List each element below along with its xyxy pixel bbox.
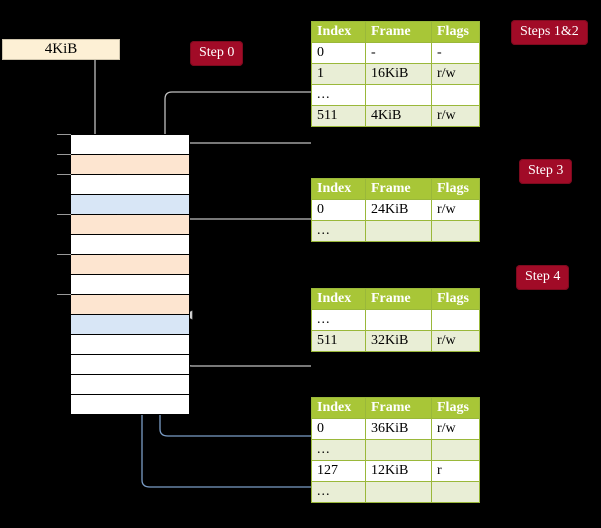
memory-tick — [57, 254, 71, 255]
memory-frame-row — [71, 135, 189, 155]
cell-index: 511 — [311, 105, 366, 127]
cell-frame: 32KiB — [365, 330, 432, 352]
memory-frame-row — [71, 375, 189, 395]
cell-flags: r/w — [431, 418, 480, 440]
memory-frame-row — [71, 195, 189, 215]
table-row: 0-- — [311, 42, 480, 64]
table-row: ... — [311, 309, 480, 331]
memory-frame-row — [71, 295, 189, 315]
column-header-frame: Frame — [365, 178, 432, 200]
memory-frame-row — [71, 335, 189, 355]
badge-step-0: Step 0 — [190, 41, 244, 66]
cell-index: ... — [311, 84, 366, 106]
memory-tick — [57, 294, 71, 295]
cell-index: 0 — [311, 42, 366, 64]
table-row: ... — [311, 84, 480, 106]
cell-index: 127 — [311, 460, 366, 482]
memory-frame-row — [71, 175, 189, 195]
cell-frame: 36KiB — [365, 418, 432, 440]
table-row: ... — [311, 481, 480, 503]
cell-frame — [365, 309, 432, 331]
cell-index: 0 — [311, 199, 366, 221]
column-header-index: Index — [311, 288, 366, 310]
cell-index: 0 — [311, 418, 366, 440]
column-header-flags: Flags — [431, 21, 480, 43]
cell-frame — [365, 220, 432, 242]
cell-frame: 4KiB — [365, 105, 432, 127]
cell-flags: r/w — [431, 330, 480, 352]
memory-frame-row — [71, 395, 189, 415]
cell-index: ... — [311, 220, 366, 242]
memory-frame-row — [71, 275, 189, 295]
memory-frame-row — [71, 255, 189, 275]
memory-frame-row — [71, 235, 189, 255]
cell-flags: r/w — [431, 199, 480, 221]
memory-tick — [57, 214, 71, 215]
cell-flags — [431, 84, 480, 106]
badge-steps-1-2: Steps 1&2 — [511, 20, 588, 45]
column-header-flags: Flags — [431, 288, 480, 310]
cell-flags — [431, 481, 480, 503]
column-header-index: Index — [311, 178, 366, 200]
column-header-frame: Frame — [365, 21, 432, 43]
column-header-frame: Frame — [365, 397, 432, 419]
cell-index: ... — [311, 439, 366, 461]
cell-flags — [431, 309, 480, 331]
cell-flags: r/w — [431, 105, 480, 127]
cell-index: ... — [311, 309, 366, 331]
cell-index: 511 — [311, 330, 366, 352]
memory-frame-row — [71, 215, 189, 235]
cell-index: ... — [311, 481, 366, 503]
virtual-address-label: 4KiB — [44, 41, 78, 57]
cell-frame: - — [365, 42, 432, 64]
cell-frame — [365, 481, 432, 503]
memory-frame-row — [71, 355, 189, 375]
memory-frame-row — [71, 315, 189, 335]
virtual-address-box: 4KiB — [2, 39, 120, 60]
badge-step-4: Step 4 — [516, 265, 570, 290]
column-header-frame: Frame — [365, 288, 432, 310]
memory-tick — [57, 134, 71, 135]
table-row: ... — [311, 220, 480, 242]
column-header-index: Index — [311, 21, 366, 43]
column-header-index: Index — [311, 397, 366, 419]
cell-frame: 16KiB — [365, 63, 432, 85]
cell-flags — [431, 439, 480, 461]
badge-step-3: Step 3 — [519, 159, 573, 184]
cell-frame — [365, 84, 432, 106]
cell-flags: r/w — [431, 63, 480, 85]
memory-tick — [57, 154, 71, 155]
cell-flags: r — [431, 460, 480, 482]
cell-index: 1 — [311, 63, 366, 85]
cell-flags — [431, 220, 480, 242]
memory-tick — [57, 174, 71, 175]
cell-flags: - — [431, 42, 480, 64]
cell-frame: 24KiB — [365, 199, 432, 221]
memory-frame-row — [71, 155, 189, 175]
cell-frame: 12KiB — [365, 460, 432, 482]
physical-memory-column — [70, 134, 190, 415]
column-header-flags: Flags — [431, 178, 480, 200]
cell-frame — [365, 439, 432, 461]
column-header-flags: Flags — [431, 397, 480, 419]
table-row: ... — [311, 439, 480, 461]
